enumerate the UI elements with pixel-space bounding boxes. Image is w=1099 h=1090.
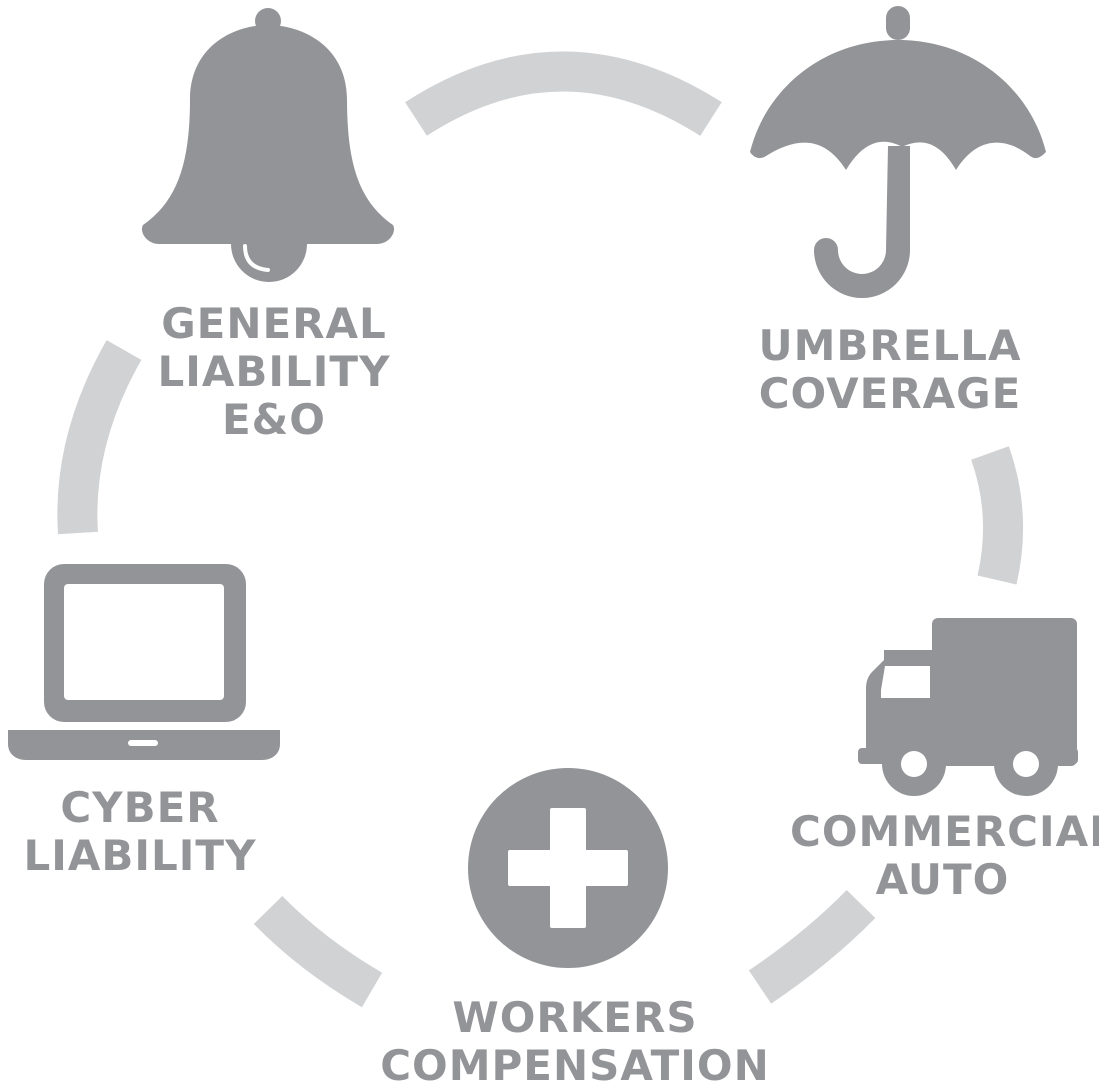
workers-compensation-line-2: COMPENSATION [380,1041,770,1090]
general-liability-line-1: GENERAL [161,299,387,348]
connector-bottom-right [748,889,876,1004]
connector-bottom-left [253,895,383,1008]
cyber-liability-line-2: LIABILITY [23,831,257,880]
umbrella-coverage-line-2: COVERAGE [758,369,1022,418]
general-liability-line-3: E&O [221,395,327,444]
commercial-auto-line-1: COMMERCIAL [790,807,1099,856]
umbrella-icon [750,6,1046,298]
workers-compensation-line-1: WORKERS [452,993,698,1042]
cyber-liability-label: CYBER LIABILITY [0,784,280,880]
connector-top [405,51,722,136]
commercial-auto-line-2: AUTO [875,855,1010,904]
bell-icon [141,8,395,282]
umbrella-coverage-line-1: UMBRELLA [758,321,1022,370]
cyber-liability-line-1: CYBER [60,783,220,832]
laptop-icon [8,564,280,760]
general-liability-label: GENERAL LIABILITY E&O [134,300,414,444]
general-liability-line-2: LIABILITY [157,347,391,396]
workers-compensation-label: WORKERS COMPENSATION [380,994,770,1090]
commercial-auto-label: COMMERCIAL AUTO [790,807,1099,904]
connector-right [971,446,1024,585]
truck-icon [858,618,1078,796]
connector-left [57,340,142,535]
medical-cross-icon [468,768,668,968]
umbrella-coverage-label: UMBRELLA COVERAGE [740,322,1040,418]
